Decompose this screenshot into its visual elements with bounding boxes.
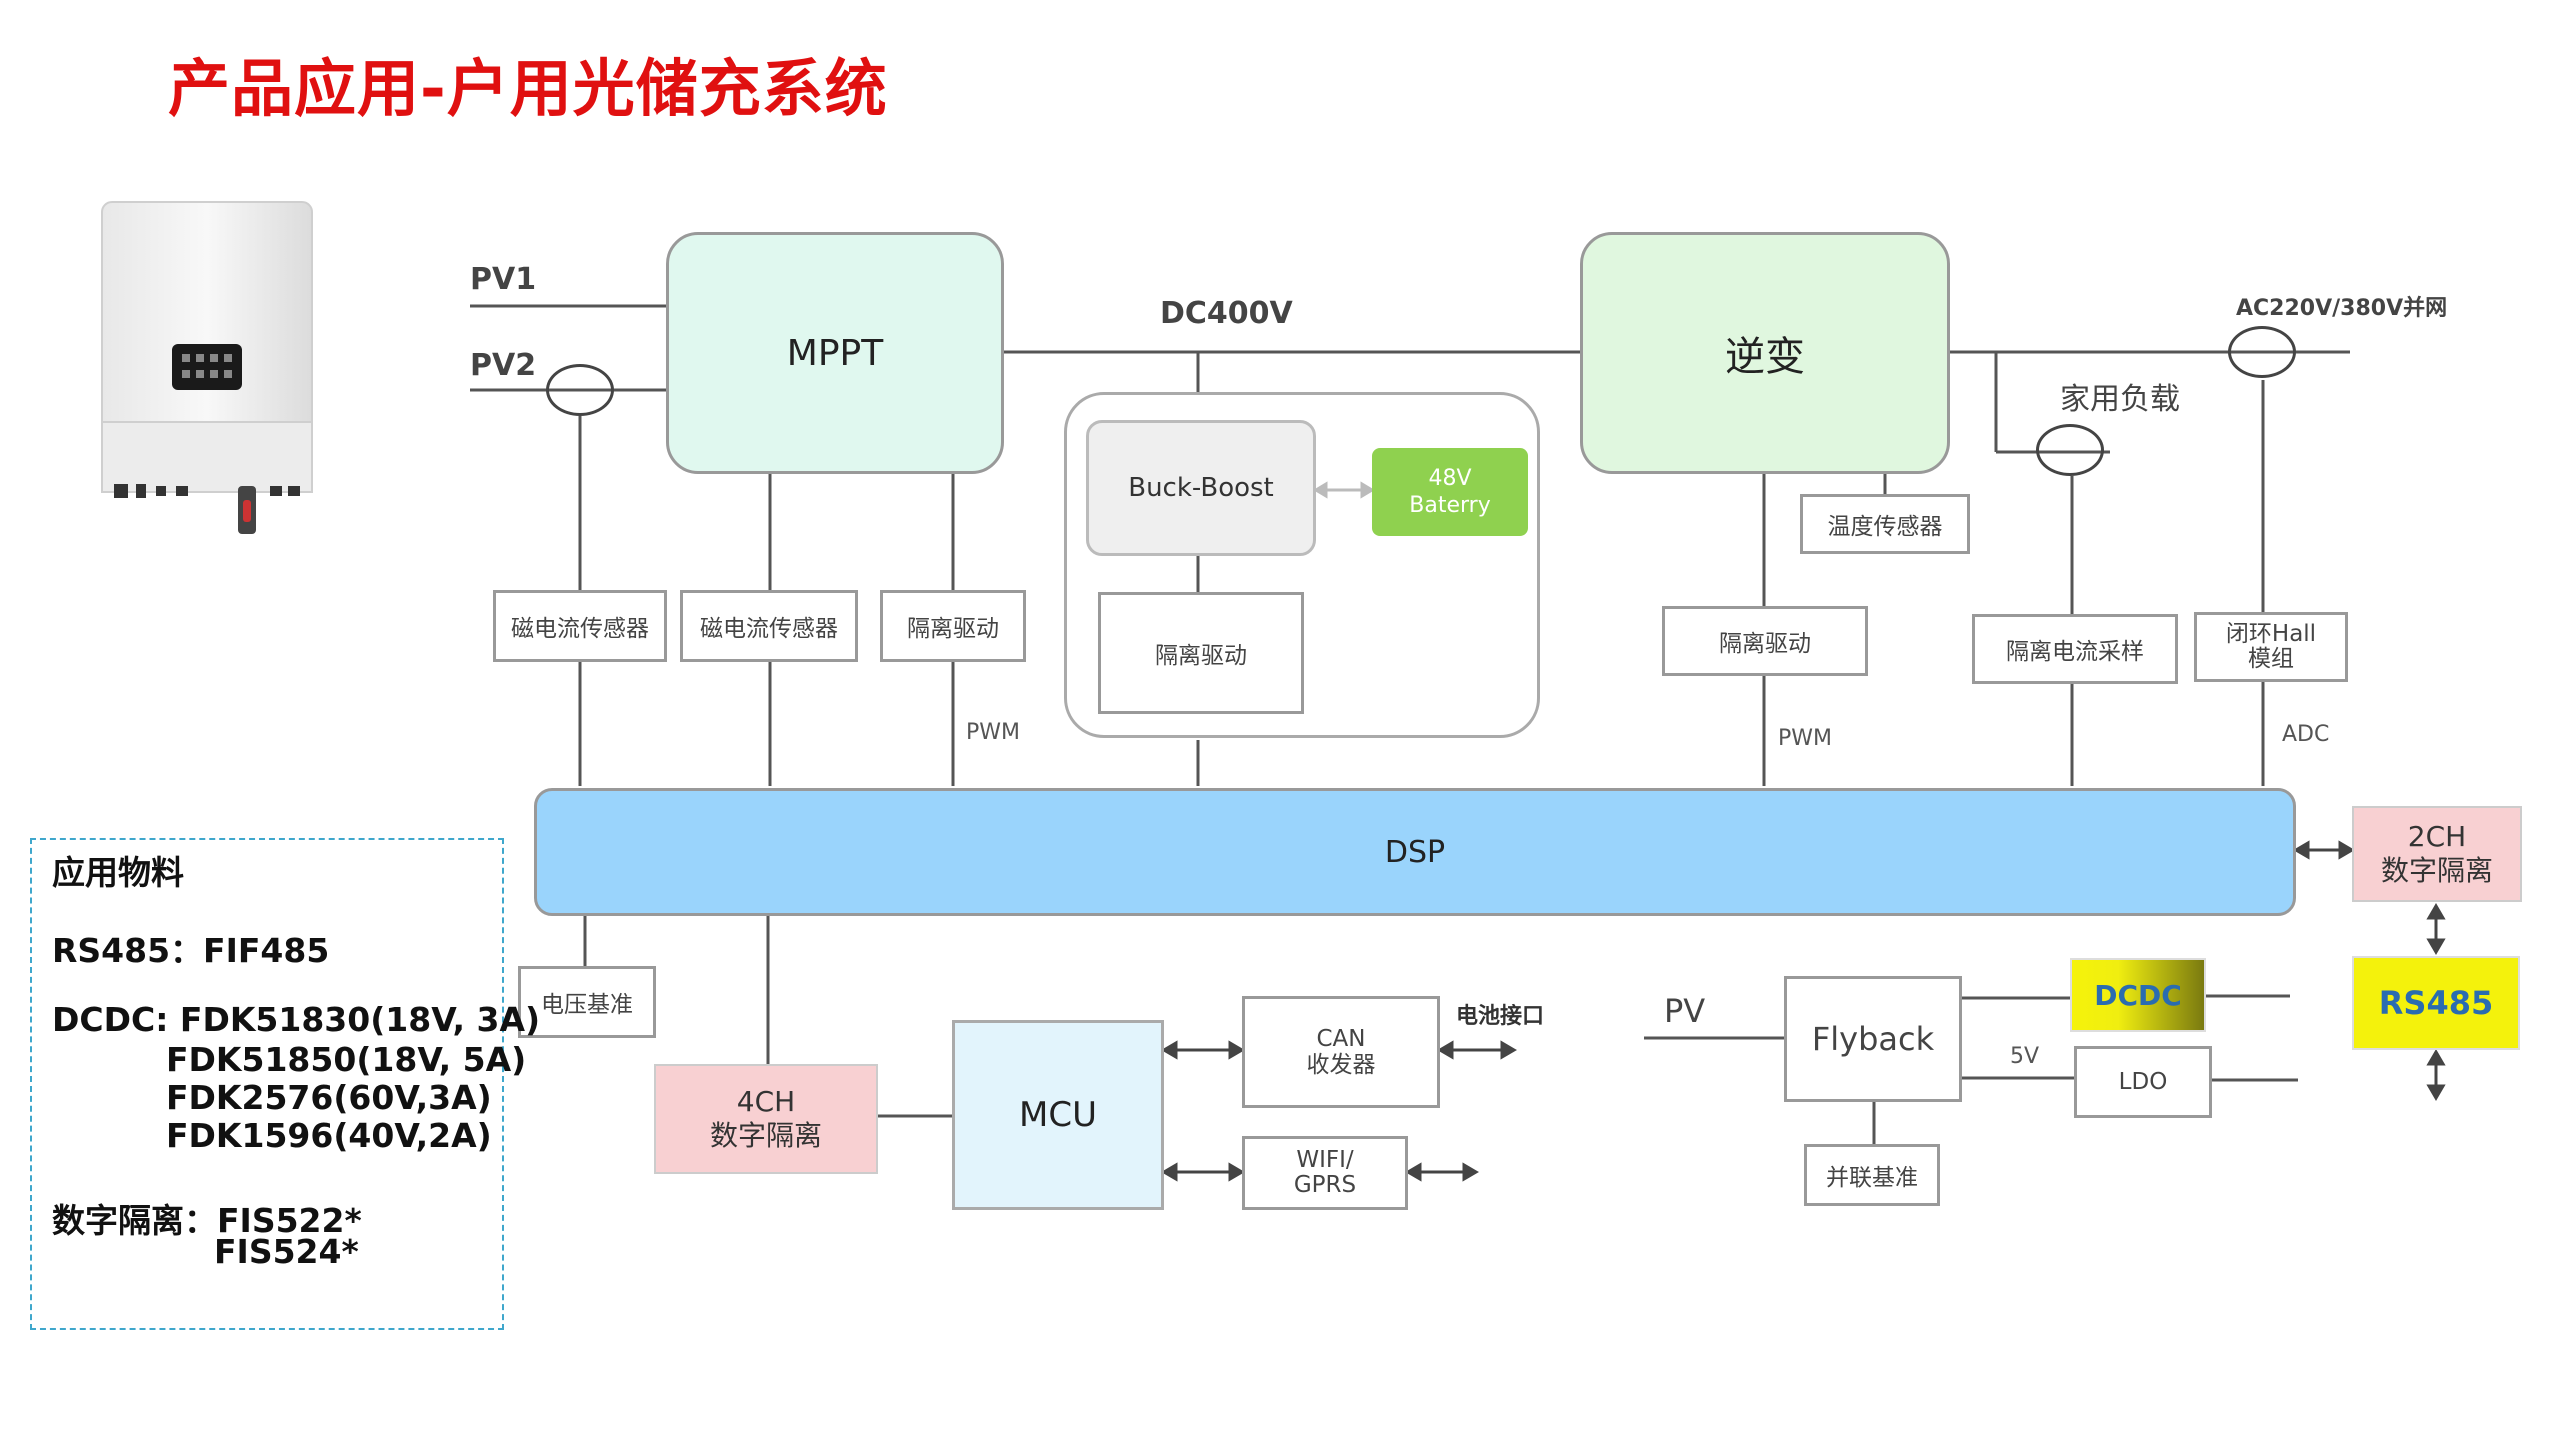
current-sensor-ring-pv2 bbox=[546, 364, 614, 416]
mag-current-sensor-2: 磁电流传感器 bbox=[680, 590, 858, 662]
current-sensor-ring-grid bbox=[2228, 326, 2296, 378]
materials-panel bbox=[30, 838, 504, 1330]
iso-drive-buck-block: 隔离驱动 bbox=[1098, 592, 1304, 714]
inverter-block: 逆变 bbox=[1580, 232, 1950, 474]
materials-iso-2: FIS524* bbox=[214, 1232, 359, 1271]
pv1-label: PV1 bbox=[470, 262, 537, 297]
adc-label: ADC bbox=[2282, 722, 2330, 747]
buck-boost-block: Buck-Boost bbox=[1086, 420, 1316, 556]
materials-dcdc-3: FDK2576(60V,3A) bbox=[166, 1078, 492, 1117]
voltage-ref-block: 电压基准 bbox=[518, 966, 656, 1038]
rs485-block: RS485 bbox=[2352, 956, 2520, 1050]
iso-2ch-block: 2CH 数字隔离 bbox=[2352, 806, 2522, 902]
wifi-gprs-block: WIFI/ GPRS bbox=[1242, 1136, 1408, 1210]
iso-4ch-line2: 数字隔离 bbox=[709, 1119, 822, 1152]
iso-2ch-line1: 2CH bbox=[2407, 820, 2467, 854]
can-line2: 收发器 bbox=[1306, 1052, 1376, 1078]
5v-label: 5V bbox=[2010, 1044, 2040, 1069]
iso-4ch-block: 4CH 数字隔离 bbox=[654, 1064, 878, 1174]
current-sensor-ring-load bbox=[2036, 424, 2104, 476]
pwm-label-1: PWM bbox=[966, 720, 1021, 745]
home-load-label: 家用负载 bbox=[2060, 382, 2180, 417]
page-title: 产品应用-户用光储充系统 bbox=[168, 52, 888, 125]
pv-label: PV bbox=[1664, 992, 1706, 1030]
hall-line2: 模组 bbox=[2248, 646, 2294, 672]
iso-2ch-line2: 数字隔离 bbox=[2380, 854, 2493, 887]
dc-bus-label: DC400V bbox=[1160, 296, 1293, 331]
can-line1: CAN bbox=[1316, 1025, 1366, 1052]
mcu-block: MCU bbox=[952, 1020, 1164, 1210]
flyback-block: Flyback bbox=[1784, 976, 1962, 1102]
ldo-block: LDO bbox=[2074, 1046, 2212, 1118]
can-transceiver-block: CAN 收发器 bbox=[1242, 996, 1440, 1108]
battery-stage-group bbox=[1064, 392, 1540, 738]
iso-current-sample-block: 隔离电流采样 bbox=[1972, 614, 2178, 684]
iso-4ch-line1: 4CH bbox=[736, 1085, 796, 1119]
materials-dcdc-2: FDK51850(18V, 5A) bbox=[166, 1040, 527, 1079]
wifi-line2: GPRS bbox=[1293, 1172, 1357, 1198]
wifi-line1: WIFI/ bbox=[1296, 1146, 1354, 1173]
iso-drive-mppt-block: 隔离驱动 bbox=[880, 590, 1026, 662]
materials-iso-1: 数字隔离：FIS522* bbox=[52, 1201, 362, 1240]
ac-grid-label: AC220V/380V并网 bbox=[2236, 296, 2448, 321]
materials-heading: 应用物料 bbox=[52, 853, 184, 892]
mag-current-sensor-1: 磁电流传感器 bbox=[493, 590, 667, 662]
battery-48v-line2: Baterry bbox=[1409, 493, 1491, 518]
inverter-device-image bbox=[100, 200, 315, 540]
dsp-block: DSP bbox=[534, 788, 2296, 916]
hall-line1: 闭环Hall bbox=[2225, 620, 2317, 647]
temp-sensor-block: 温度传感器 bbox=[1800, 494, 1970, 554]
mppt-block: MPPT bbox=[666, 232, 1004, 474]
battery-48v-line1: 48V bbox=[1428, 465, 1472, 491]
parallel-ref-block: 并联基准 bbox=[1804, 1144, 1940, 1206]
materials-rs485: RS485：FIF485 bbox=[52, 931, 330, 970]
materials-dcdc-1: DCDC: FDK51830(18V, 3A) bbox=[52, 1000, 541, 1039]
materials-dcdc-4: FDK1596(40V,2A) bbox=[166, 1116, 492, 1155]
battery-port-label: 电池接口 bbox=[1456, 1004, 1545, 1029]
pwm-label-2: PWM bbox=[1778, 726, 1833, 751]
iso-drive-inv-block: 隔离驱动 bbox=[1662, 606, 1868, 676]
dcdc-block: DCDC bbox=[2070, 958, 2206, 1032]
pv2-label: PV2 bbox=[470, 348, 537, 383]
closed-loop-hall-module: 闭环Hall 模组 bbox=[2194, 612, 2348, 682]
battery-48v-block: 48V Baterry bbox=[1372, 448, 1528, 536]
